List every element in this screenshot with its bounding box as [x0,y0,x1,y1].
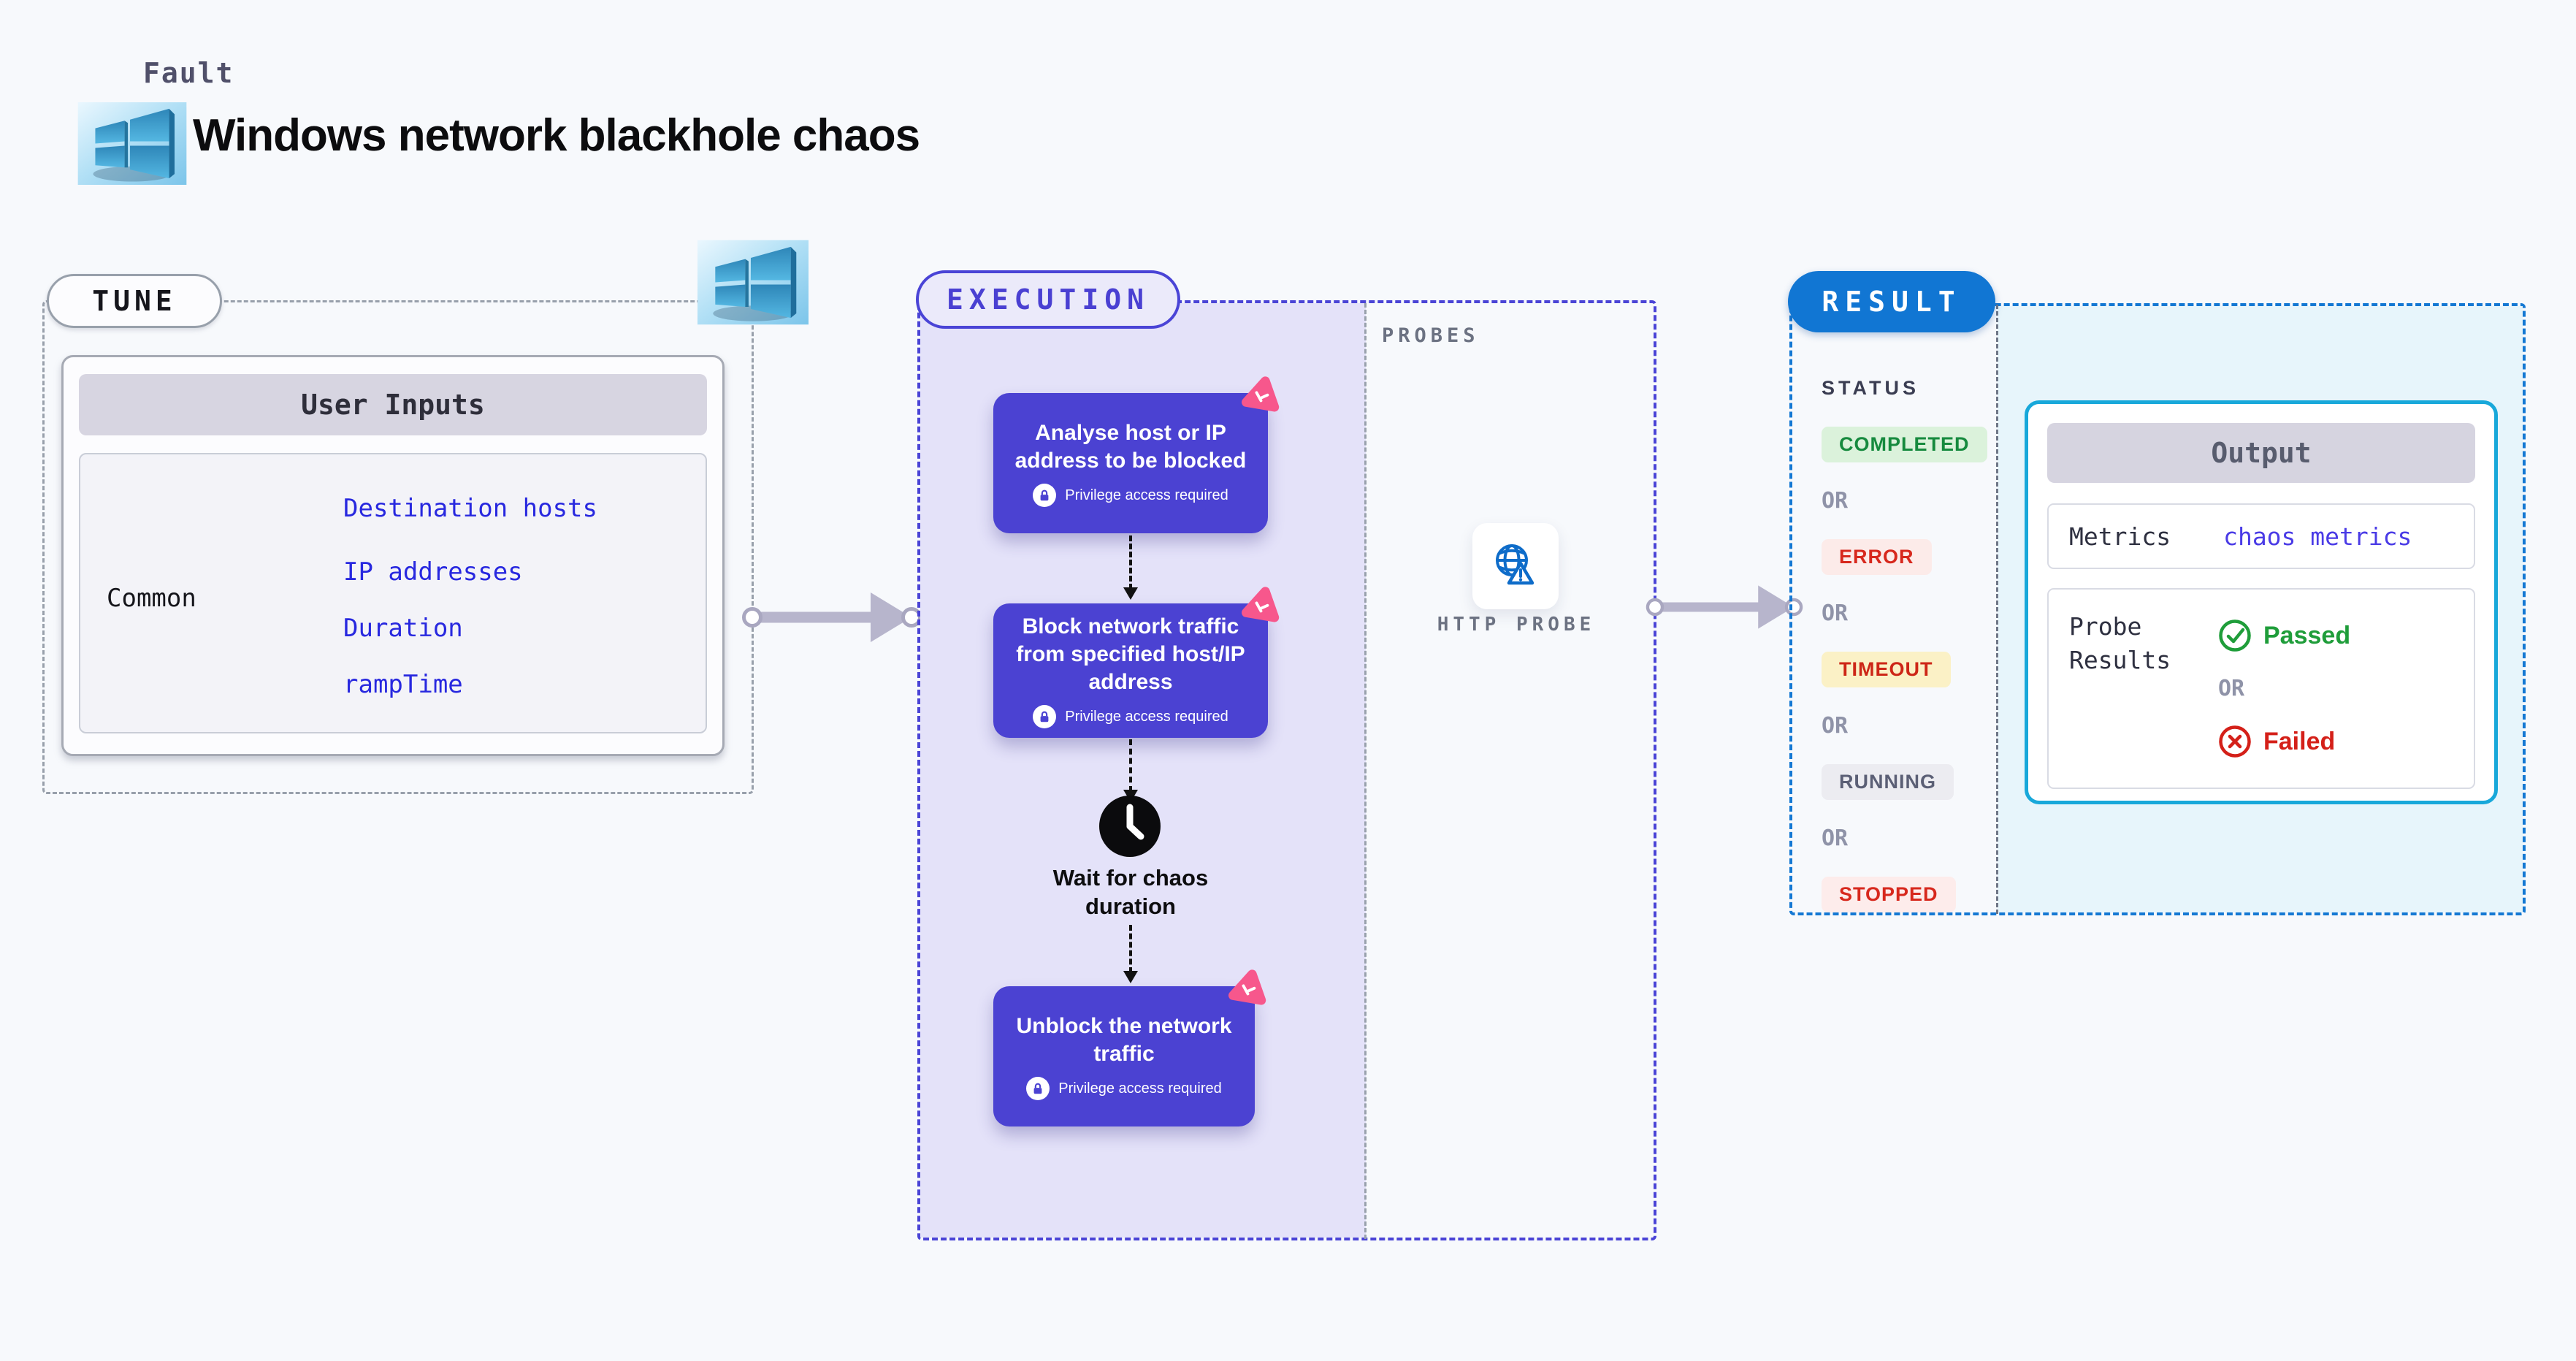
link-destination-hosts[interactable]: Destination hosts [343,494,597,523]
failed-label: Failed [2263,727,2336,755]
privilege-note-label: Privilege access required [1065,487,1228,503]
windows-logo-icon [697,240,809,325]
tune-badge: TUNE [47,274,222,328]
step-title: Block network traffic from specified hos… [1016,614,1245,694]
probe-verdicts: Passed OR Failed [2218,619,2350,758]
chaos-scenario-icon [1242,587,1280,622]
chaos-scenario-icon [1228,969,1266,1005]
step-title: Unblock the network traffic [1016,1014,1232,1066]
metrics-label: Metrics [2069,522,2171,551]
check-circle-icon [2219,619,2251,652]
flow-arrow-down [1123,739,1138,802]
link-ip-addresses[interactable]: IP addresses [343,557,523,587]
lock-icon [1033,705,1057,728]
passed-label: Passed [2263,621,2351,649]
step-unblock-traffic: Unblock the network traffic Privilege ac… [993,969,1266,1126]
execution-badge: EXECUTION [916,270,1180,329]
chaos-scenario-icon [1242,376,1280,412]
connector-arrow-probes-to-result [1645,573,1804,641]
status-badge-stopped: STOPPED [1822,877,1956,912]
verdict-passed: Passed [2218,619,2350,652]
page-title: Windows network blackhole chaos [193,110,920,161]
x-circle-icon [2219,725,2251,758]
wait-duration-label: Wait for chaos duration [1052,865,1209,919]
lock-icon [1026,1077,1050,1100]
flow-arrow-down [1123,925,1138,983]
status-heading: STATUS [1822,377,1919,399]
privilege-note-label: Privilege access required [1058,1080,1222,1097]
clock-icon [1099,796,1161,857]
user-inputs-body [79,453,707,733]
status-badge-completed: COMPLETED [1822,427,1987,462]
or-separator: OR [2218,676,2245,701]
chaos-metrics-link[interactable]: chaos metrics [2223,522,2412,551]
connector-arrow-tune-to-execution [741,584,923,651]
privilege-note: Privilege access required [1033,705,1228,728]
status-list: COMPLETED OR ERROR OR TIMEOUT OR RUNNING… [1822,427,1987,912]
status-badge-running: RUNNING [1822,764,1954,800]
link-duration[interactable]: Duration [343,614,463,643]
probes-divider [1364,303,1367,1239]
or-separator: OR [1822,713,1849,739]
http-probe-node [1472,523,1559,609]
or-separator: OR [1822,601,1849,626]
windows-logo-icon [77,102,187,185]
step-block-traffic: Block network traffic from specified hos… [993,587,1280,738]
user-inputs-header: User Inputs [79,374,707,435]
output-card: Output Metrics chaos metrics Probe Resul… [2025,400,2498,804]
result-badge: RESULT [1788,271,1995,332]
privilege-note: Privilege access required [1033,484,1228,507]
tune-section-box [42,300,754,794]
status-badge-timeout: TIMEOUT [1822,652,1951,687]
probe-results-row: Probe Results Passed OR Failed [2047,588,2475,789]
probe-results-label: Probe Results [2069,612,2171,674]
verdict-failed: Failed [2218,725,2335,758]
privilege-note-label: Privilege access required [1065,708,1228,725]
step-analyse-host: Analyse host or IP address to be blocked… [993,376,1280,533]
or-separator: OR [1822,488,1849,514]
output-header: Output [2047,423,2475,483]
or-separator: OR [1822,826,1849,851]
http-probe-label: HTTP PROBE [1437,614,1596,636]
probes-heading: PROBES [1382,324,1480,347]
step-title: Analyse host or IP address to be blocked [1014,421,1247,473]
privilege-note: Privilege access required [1026,1077,1222,1100]
common-row-label: Common [107,584,196,613]
metrics-row: Metrics chaos metrics [2047,503,2475,569]
flow-arrow-down [1123,535,1138,600]
lock-icon [1033,484,1057,507]
result-divider [1996,305,1998,914]
link-ramptime[interactable]: rampTime [343,670,463,699]
globe-warning-icon [1496,544,1534,585]
fault-kicker: Fault [143,57,234,89]
status-badge-error: ERROR [1822,539,1932,575]
